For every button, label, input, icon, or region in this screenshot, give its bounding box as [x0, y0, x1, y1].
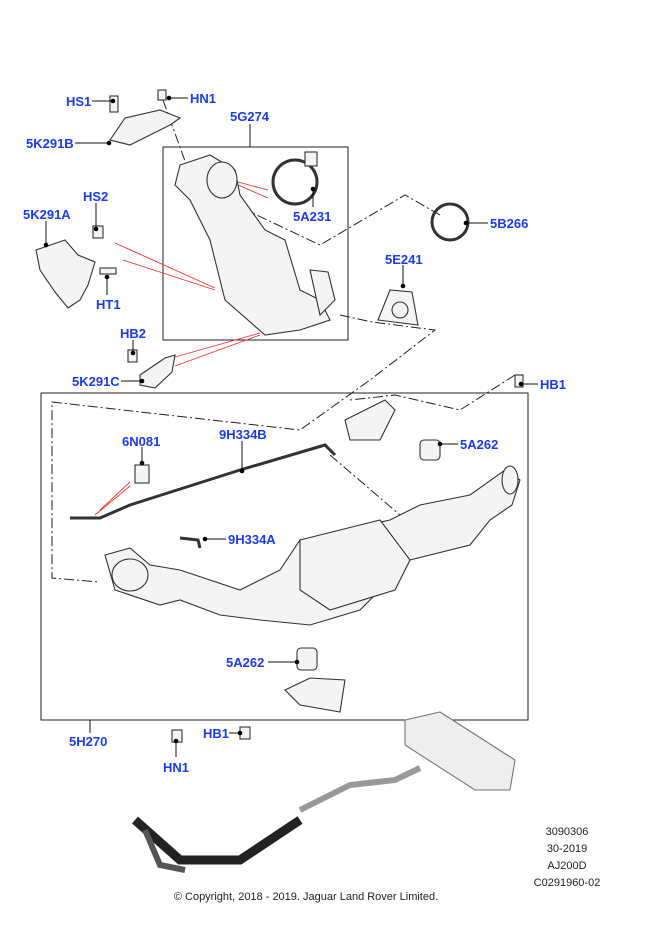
label-hb2[interactable]: HB2 [120, 326, 146, 341]
exhaust-pipe-5h270 [104, 465, 521, 626]
gasket-5b266 [430, 202, 470, 242]
label-9h334b[interactable]: 9H334B [219, 427, 267, 442]
bracket-5k291a [35, 225, 117, 309]
catalyst-group-box [162, 146, 349, 341]
gasket-5e241 [377, 289, 419, 326]
vehicle-exhaust-overview [132, 711, 516, 873]
label-5b266[interactable]: 5B266 [490, 216, 528, 231]
label-6n081[interactable]: 6N081 [122, 434, 160, 449]
label-5h270[interactable]: 5H270 [69, 734, 107, 749]
label-ht1[interactable]: HT1 [96, 297, 121, 312]
label-5k291b[interactable]: 5K291B [26, 136, 74, 151]
catalytic-converter-5g274 [174, 154, 336, 336]
label-5a262-lower[interactable]: 5A262 [226, 655, 264, 670]
mount-bracket-rear [344, 374, 524, 441]
label-5k291a[interactable]: 5K291A [23, 207, 71, 222]
sensor-6n081 [134, 464, 150, 484]
rear-exhaust-group-box [40, 392, 529, 721]
info-line-4: C0291960-02 [534, 877, 601, 889]
copyright: © Copyright, 2018 - 2019. Jaguar Land Ro… [174, 891, 438, 903]
label-hn1-top[interactable]: HN1 [190, 91, 216, 106]
callout-red-lines [94, 181, 269, 516]
label-5g274[interactable]: 5G274 [230, 109, 270, 124]
label-hn1-bottom[interactable]: HN1 [163, 760, 189, 775]
label-5a262-right[interactable]: 5A262 [460, 437, 498, 452]
info-line-2: 30-2019 [547, 843, 587, 855]
heat-shield-bracket-5k291b [109, 89, 182, 146]
label-hs1[interactable]: HS1 [66, 94, 91, 109]
isolator-5a262-upper [419, 439, 441, 461]
label-hb1-right[interactable]: HB1 [540, 377, 566, 392]
leader-lines [43, 95, 538, 757]
label-5a231[interactable]: 5A231 [293, 209, 331, 224]
info-line-3: AJ200D [547, 860, 586, 872]
pipe-9h334b [70, 443, 337, 520]
bracket-5k291c [127, 349, 176, 389]
info-line-1: 3090306 [546, 826, 589, 838]
label-hb1-lower[interactable]: HB1 [203, 726, 229, 741]
label-hs2[interactable]: HS2 [83, 189, 108, 204]
clamp-5a231 [271, 151, 319, 206]
isolator-5a262-lower [284, 647, 346, 713]
label-5k291c[interactable]: 5K291C [72, 374, 120, 389]
sensor-9h334a [179, 536, 202, 549]
label-9h334a[interactable]: 9H334A [228, 532, 276, 547]
label-5e241[interactable]: 5E241 [385, 252, 423, 267]
